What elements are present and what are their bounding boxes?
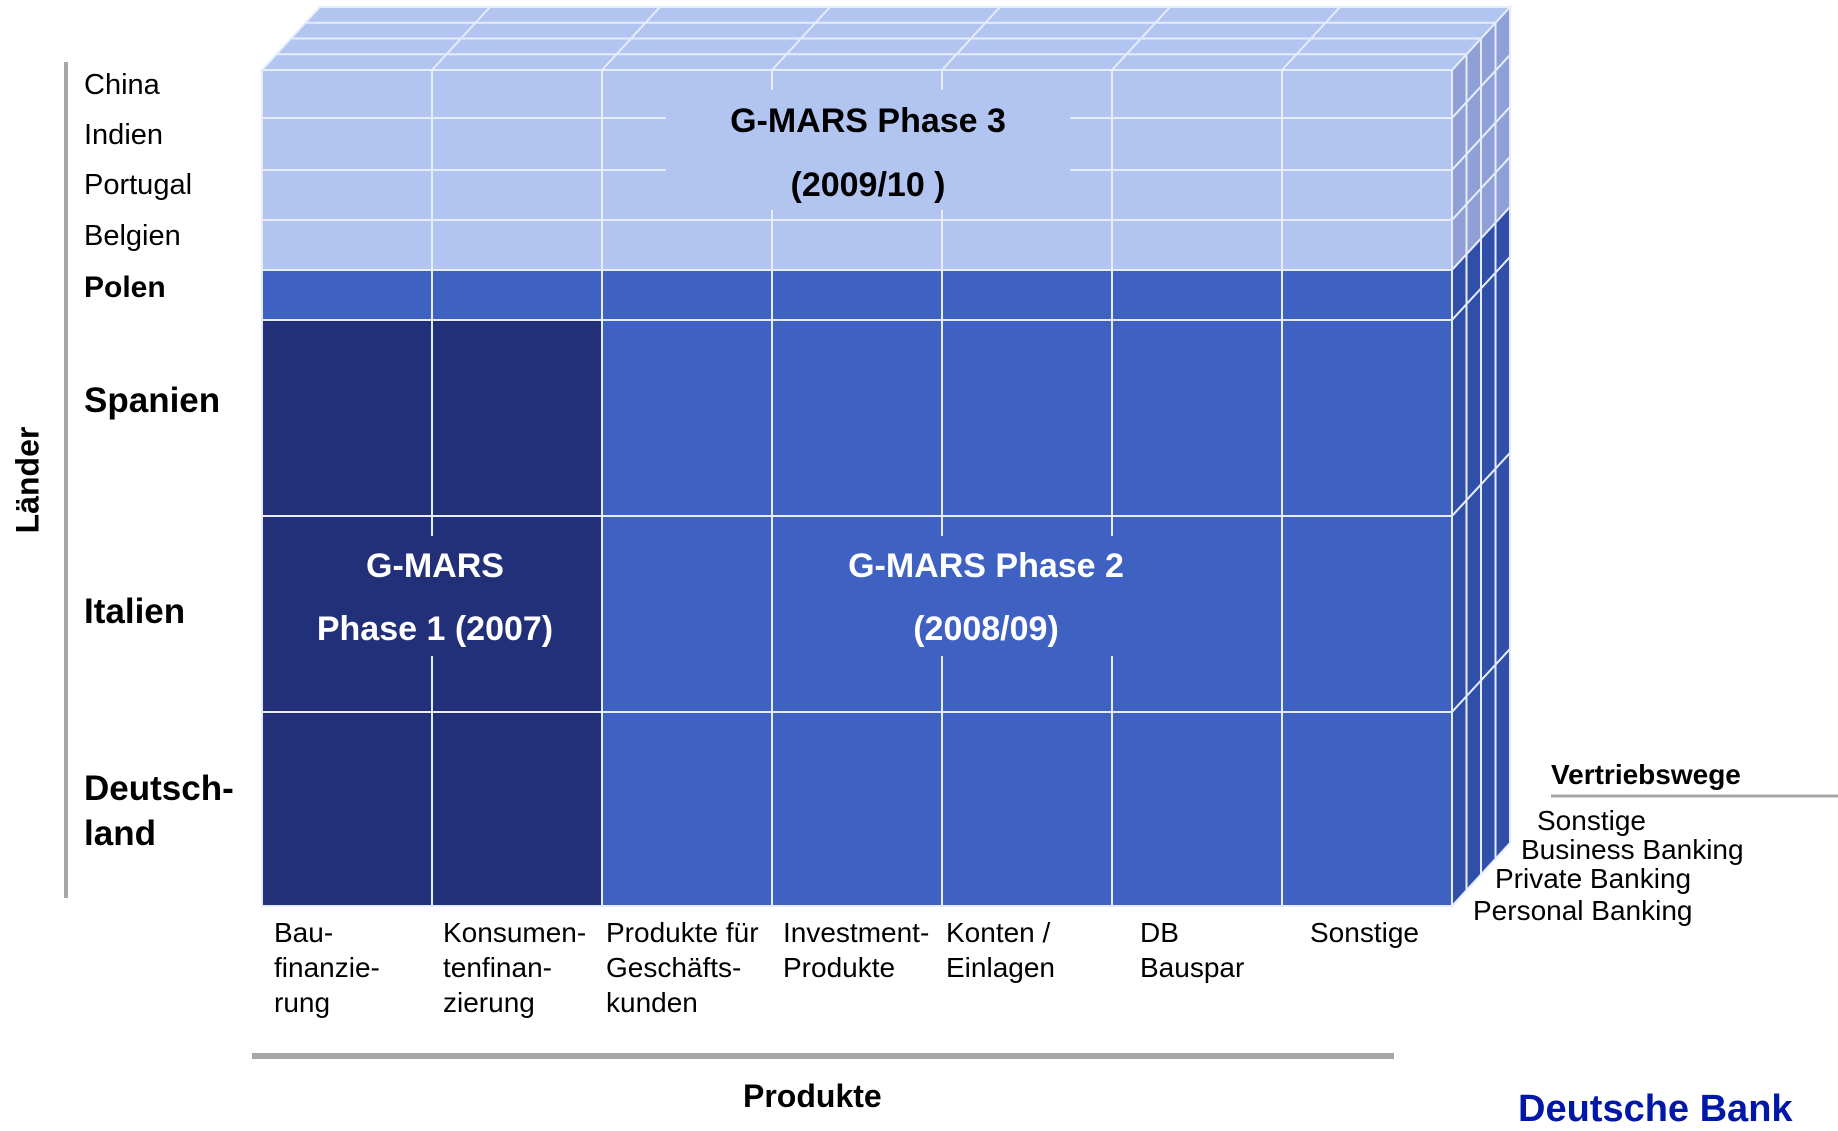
cell bbox=[1281, 219, 1453, 271]
country-belgien: Belgien bbox=[84, 220, 181, 252]
channel-personal-banking: Personal Banking bbox=[1473, 895, 1693, 926]
cell bbox=[771, 219, 943, 271]
cell bbox=[601, 319, 773, 517]
product-investment: Investment- Produkte bbox=[783, 917, 930, 983]
cell bbox=[261, 269, 433, 321]
cell bbox=[601, 269, 773, 321]
cell bbox=[1111, 711, 1283, 907]
cell bbox=[431, 219, 603, 271]
country-spanien: Spanien bbox=[84, 381, 221, 420]
cell bbox=[431, 711, 603, 907]
cell bbox=[1111, 69, 1283, 119]
cell bbox=[1281, 269, 1453, 321]
country-china: China bbox=[84, 69, 160, 101]
channel-sonstige: Sonstige bbox=[1537, 805, 1646, 836]
cell bbox=[1281, 711, 1453, 907]
phase3-line1: G-MARS Phase 3 bbox=[730, 102, 1006, 140]
cell bbox=[941, 269, 1113, 321]
cell bbox=[1111, 319, 1283, 517]
x-axis-title: Produkte bbox=[743, 1078, 882, 1114]
cell bbox=[1281, 69, 1453, 119]
cell bbox=[431, 169, 603, 221]
channel-private-banking: Private Banking bbox=[1495, 863, 1692, 894]
country-italien: Italien bbox=[84, 592, 186, 631]
cell bbox=[261, 219, 433, 271]
axis-lines bbox=[64, 62, 1838, 1059]
phase1-line2: Phase 1 (2007) bbox=[316, 610, 554, 648]
cell bbox=[1111, 117, 1283, 171]
cell bbox=[261, 711, 433, 907]
phase3-line2: (2009/10 ) bbox=[790, 166, 946, 204]
cell bbox=[771, 319, 943, 517]
cell bbox=[771, 711, 943, 907]
product-baufinanzierung: Bau- finanzie- rung bbox=[274, 917, 380, 1018]
country-indien: Indien bbox=[84, 119, 164, 151]
phase1-label-bg bbox=[292, 536, 578, 656]
cell bbox=[261, 69, 433, 119]
cell bbox=[1111, 269, 1283, 321]
cell bbox=[1111, 169, 1283, 221]
phase2-line2: (2008/09) bbox=[913, 610, 1059, 648]
cell bbox=[601, 711, 773, 907]
cell bbox=[261, 117, 433, 171]
product-db-bauspar: DB Bauspar bbox=[1140, 917, 1245, 983]
cell bbox=[431, 269, 603, 321]
cell bbox=[1281, 117, 1453, 171]
phase3-label-bg bbox=[666, 90, 1070, 210]
cell bbox=[431, 117, 603, 171]
y-axis-title: Länder bbox=[9, 426, 46, 534]
cube-side-face bbox=[1451, 4, 1511, 909]
cube-front-face bbox=[261, 69, 1453, 907]
cell bbox=[1281, 515, 1453, 713]
cell bbox=[261, 169, 433, 221]
cell bbox=[261, 319, 433, 517]
cell bbox=[601, 219, 773, 271]
country-portugal: Portugal bbox=[84, 169, 193, 201]
cell bbox=[941, 319, 1113, 517]
cell bbox=[431, 69, 603, 119]
product-geschaeftskunden: Produkte für Geschäfts- kunden bbox=[606, 917, 759, 1018]
cell bbox=[601, 515, 773, 713]
channels-axis-title: Vertriebswege bbox=[1551, 759, 1741, 790]
cell bbox=[941, 711, 1113, 907]
product-sonstige: Sonstige bbox=[1310, 917, 1419, 948]
cell bbox=[1281, 169, 1453, 221]
channel-business-banking: Business Banking bbox=[1521, 834, 1744, 865]
cell bbox=[1281, 319, 1453, 517]
cell bbox=[1111, 219, 1283, 271]
phase2-line1: G-MARS Phase 2 bbox=[848, 547, 1124, 585]
product-konten-einlagen: Konten / Einlagen bbox=[946, 917, 1055, 983]
product-konsumentenfinanzierung: Konsumen- tenfinan- zierung bbox=[443, 917, 587, 1018]
phase1-line1: G-MARS bbox=[366, 547, 504, 585]
cell bbox=[941, 219, 1113, 271]
cube-top-face bbox=[259, 6, 1513, 71]
country-deutschland: Deutsch- land bbox=[84, 769, 234, 853]
cell bbox=[771, 269, 943, 321]
country-polen: Polen bbox=[84, 271, 166, 304]
cell bbox=[431, 319, 603, 517]
phase2-label-bg bbox=[786, 536, 1186, 656]
